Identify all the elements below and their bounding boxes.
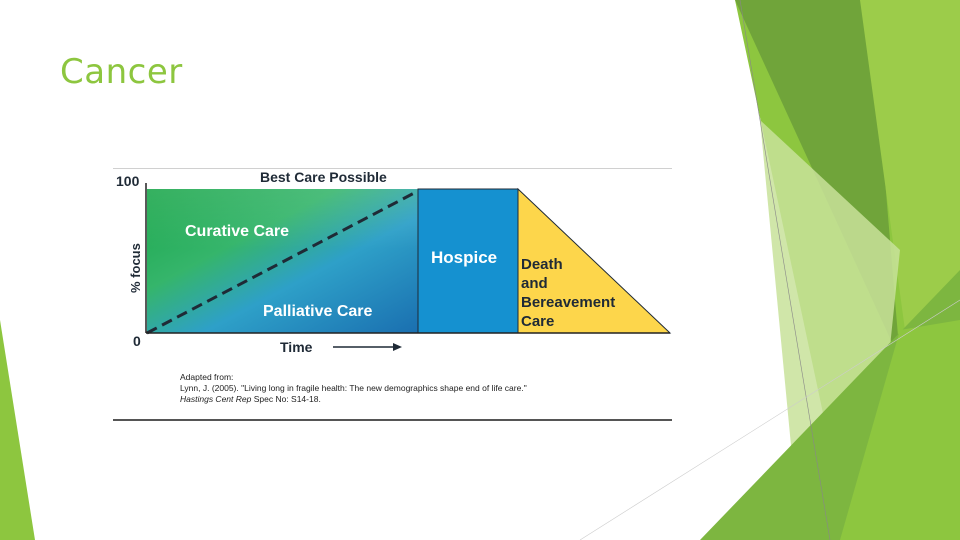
death-label-line-1: Death	[521, 256, 563, 273]
palliative-care-label: Palliative Care	[263, 303, 373, 320]
x-axis-label: Time	[280, 339, 313, 355]
death-label-line-3: Bereavement	[521, 294, 615, 311]
curative-shine	[147, 189, 418, 249]
figure-caption: Adapted from: Lynn, J. (2005). "Living l…	[180, 372, 527, 405]
care-continuum-diagram: 100 0 % focus Best Care Possible Curativ…	[116, 169, 672, 355]
death-label-line-2: and	[521, 275, 548, 292]
y-axis-label: % focus	[128, 243, 143, 293]
best-care-label: Best Care Possible	[260, 169, 387, 185]
death-label-line-4: Care	[521, 313, 554, 330]
hospice-label: Hospice	[431, 248, 497, 267]
caption-line-2: Lynn, J. (2005). "Living long in fragile…	[180, 383, 527, 393]
caption-line-1: Adapted from:	[180, 372, 234, 382]
y-axis-max-label: 100	[116, 173, 140, 189]
caption-journal: Hastings Cent Rep	[180, 394, 252, 404]
caption-line-3: Hastings Cent Rep Spec No: S14-18.	[180, 394, 527, 405]
care-continuum-figure: 100 0 % focus Best Care Possible Curativ…	[113, 168, 672, 421]
y-axis-min-label: 0	[133, 333, 141, 349]
curative-care-label: Curative Care	[185, 223, 289, 240]
slide-title: Cancer	[60, 52, 183, 92]
caption-line-3-rest: Spec No: S14-18.	[251, 394, 321, 404]
time-arrow-icon	[333, 343, 402, 351]
